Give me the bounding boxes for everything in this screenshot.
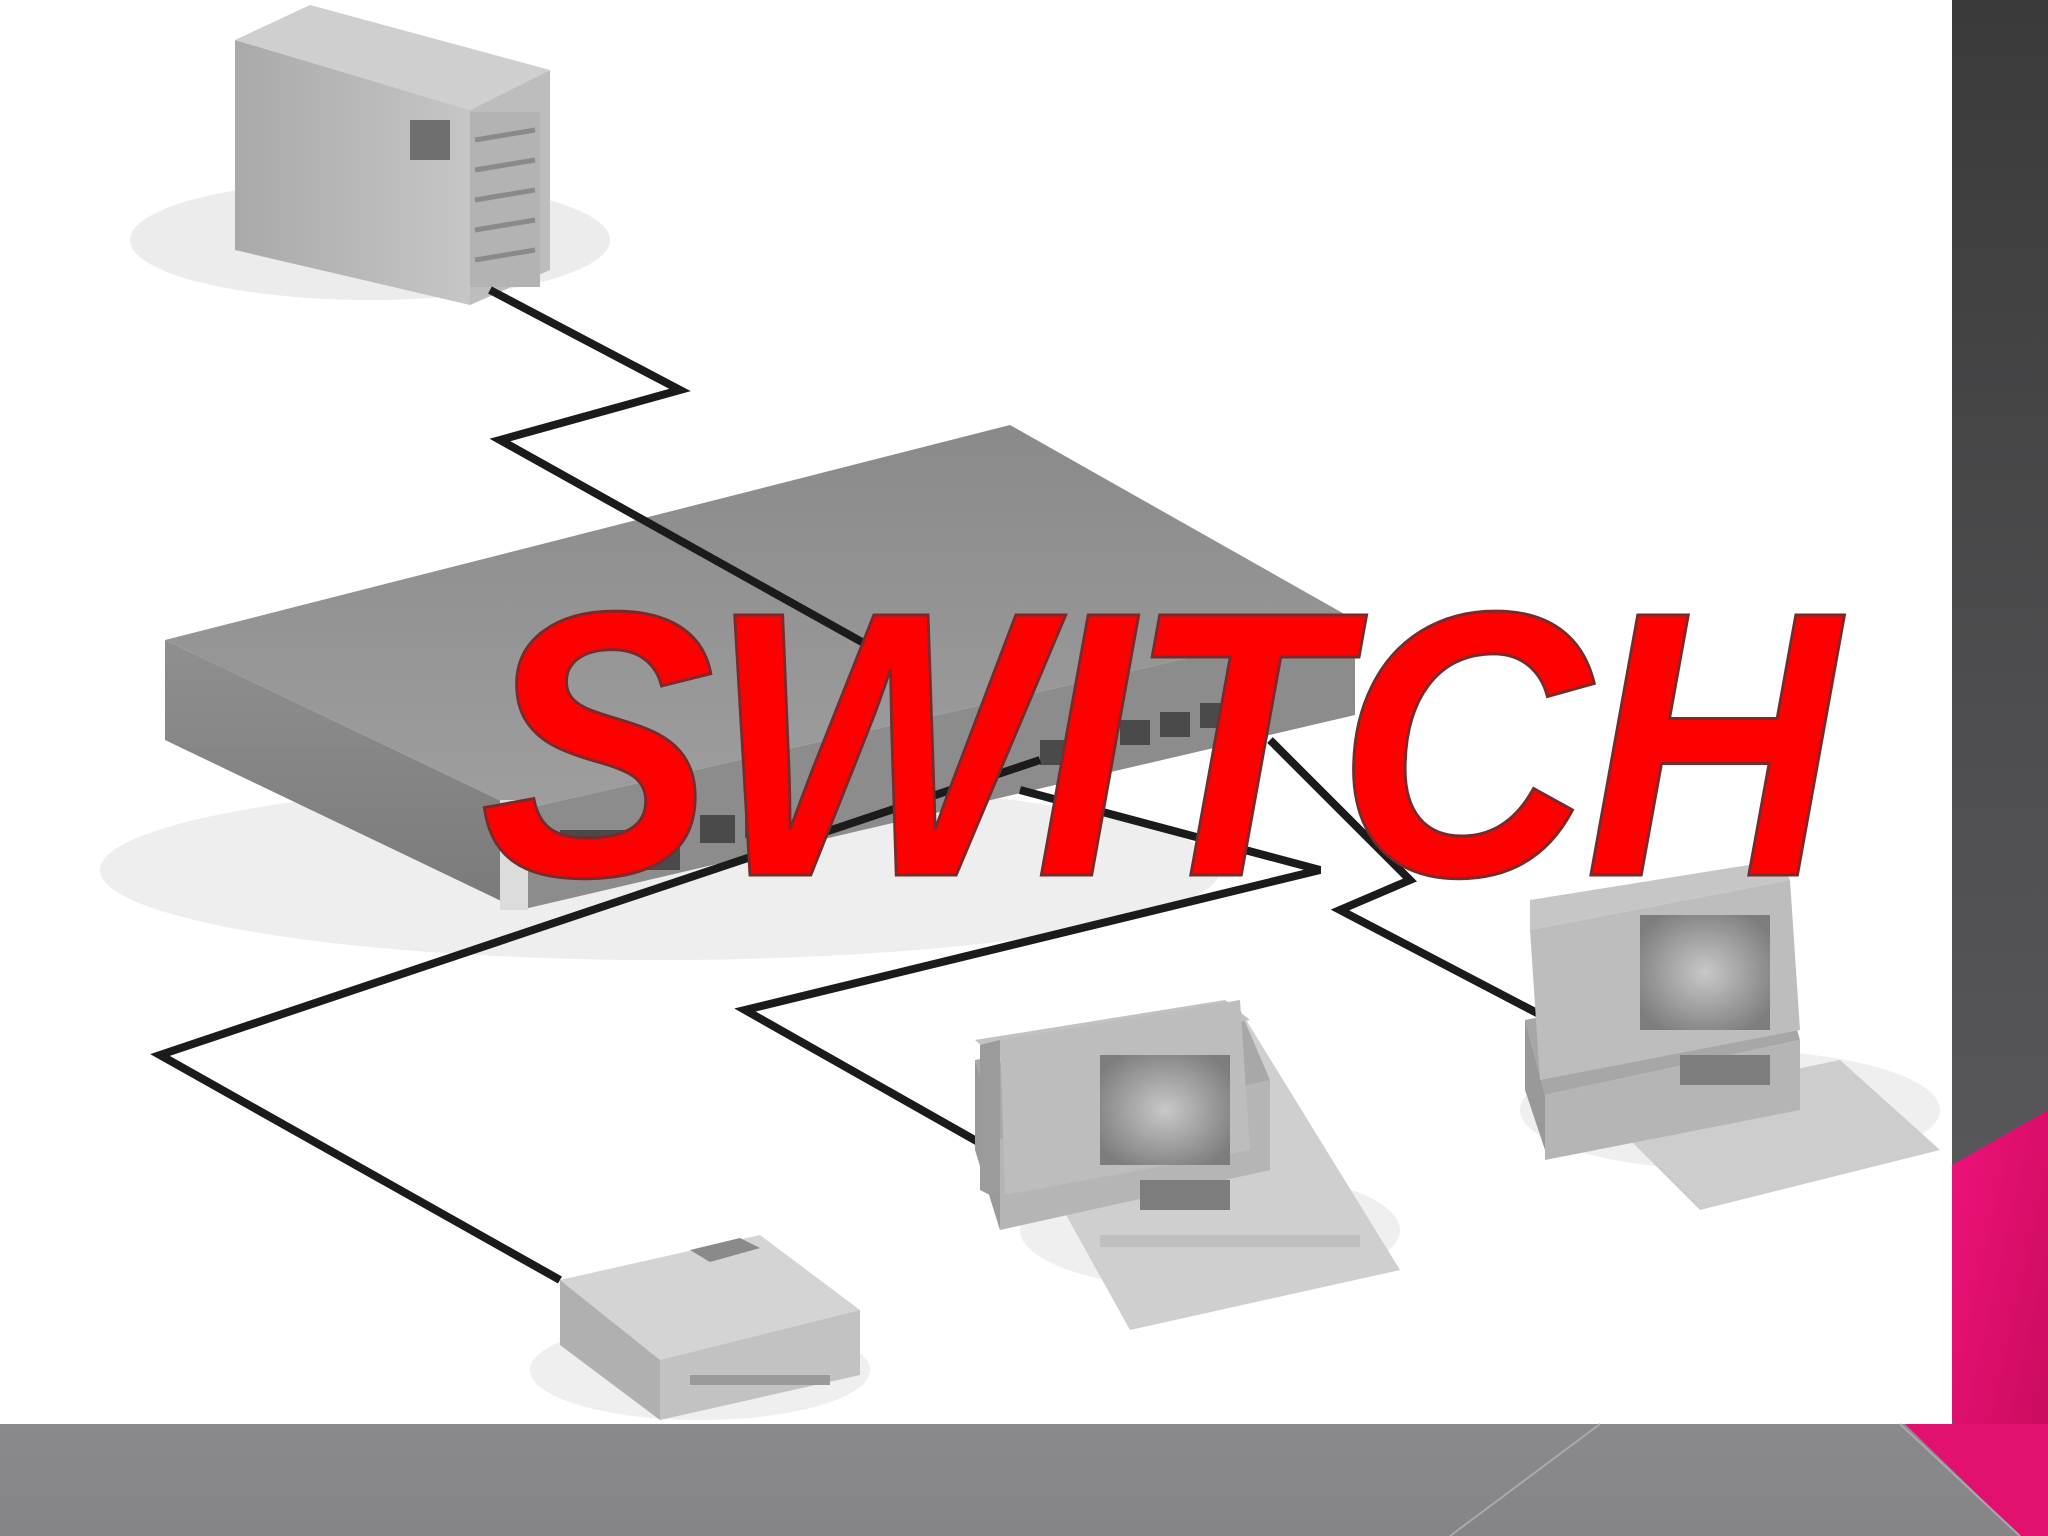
server-icon bbox=[235, 5, 550, 305]
accent-line bbox=[1450, 1424, 1600, 1536]
accent-triangle-lower bbox=[1905, 1424, 2048, 1536]
workstation-icon bbox=[975, 1000, 1400, 1330]
slide-title: SWITCH bbox=[480, 555, 1819, 935]
